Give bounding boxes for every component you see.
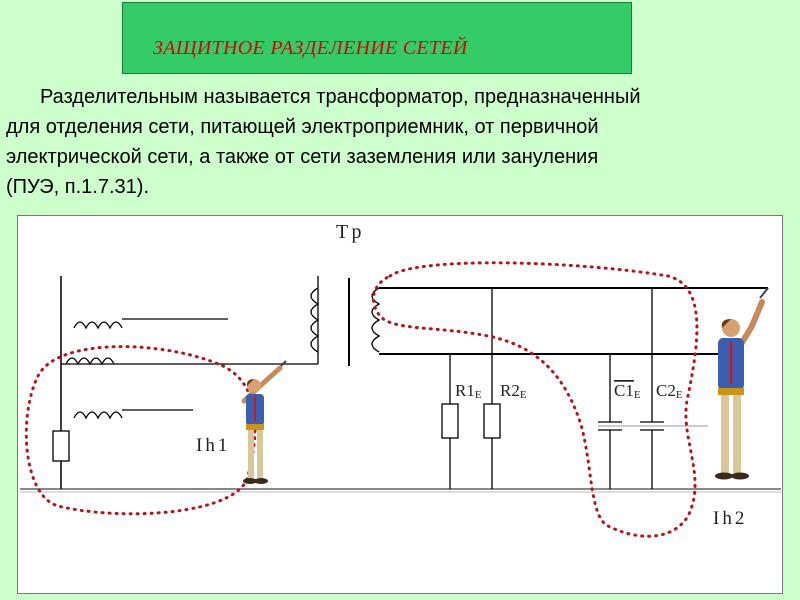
phase-coil-3 xyxy=(73,409,193,420)
title-box: ЗАЩИТНОЕ РАЗДЕЛЕНИЕ СЕТЕЙ xyxy=(122,2,632,74)
definition-line-1: Разделительным называется трансформатор,… xyxy=(40,86,641,108)
current-loop-ih2 xyxy=(371,261,699,538)
c2-label-sub: E xyxy=(676,389,683,401)
worker-figure-left xyxy=(241,360,287,484)
r2-label-sub: E xyxy=(520,389,527,401)
current-loop-ih1 xyxy=(24,345,257,516)
r1-label-main: R1 xyxy=(455,381,475,400)
slide-title: ЗАЩИТНОЕ РАЗДЕЛЕНИЕ СЕТЕЙ xyxy=(153,37,468,59)
c2-capacitor xyxy=(640,288,664,489)
phase-coil-2 xyxy=(61,357,318,366)
transformer-label: Тр xyxy=(336,221,365,243)
phase-coil-1 xyxy=(73,318,228,330)
c1-label-sub: E xyxy=(634,389,641,401)
definition-paragraph: Разделительным называется трансформатор,… xyxy=(6,82,786,202)
definition-line-2: для отделения сети, питающей электроприе… xyxy=(6,116,599,138)
diagram-canvas: Тр R1E R2E C1E C2E Ih1 xyxy=(20,221,781,538)
r2-resistor xyxy=(483,403,501,439)
transformer-primary-winding xyxy=(310,276,320,364)
r1-label-sub: E xyxy=(475,389,482,401)
isolation-transformer-diagram: Тр R1E R2E C1E C2E Ih1 xyxy=(17,215,783,594)
worker-figure-right xyxy=(715,287,769,480)
ih1-label: Ih1 xyxy=(196,435,230,456)
c1-label: C1E xyxy=(614,381,641,401)
c1-capacitor xyxy=(598,354,622,489)
r1-resistor xyxy=(441,403,459,439)
c2-label-main: C2 xyxy=(656,381,676,400)
definition-line-4: (ПУЭ, п.1.7.31). xyxy=(6,176,149,198)
r1-label: R1E xyxy=(455,381,482,401)
c1-label-main: C1 xyxy=(614,381,634,400)
ground-resistor-left xyxy=(52,430,70,462)
ih2-label: Ih2 xyxy=(713,508,747,529)
r2-label: R2E xyxy=(500,381,527,401)
definition-line-3: электрической сети, а также от сети зазе… xyxy=(6,146,599,168)
transformer-secondary-winding xyxy=(371,287,381,353)
r2-label-main: R2 xyxy=(500,381,520,400)
c2-label: C2E xyxy=(656,381,683,401)
